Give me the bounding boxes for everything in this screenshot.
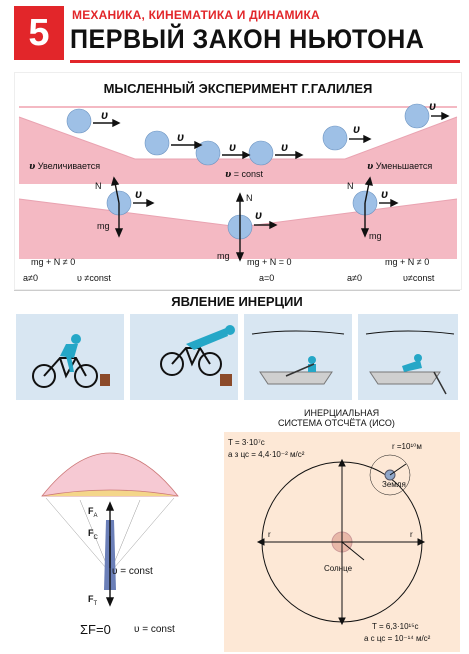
v-label: υ — [229, 140, 236, 154]
page-subtitle: МЕХАНИКА, КИНЕМАТИКА И ДИНАМИКА — [72, 8, 320, 22]
inertia-panels — [16, 314, 458, 400]
decreases-row: υ Уменьшается — [367, 161, 432, 172]
ball-6 — [404, 103, 430, 129]
section-number-badge: 5 — [14, 6, 64, 60]
force-ft-label: FT — [88, 594, 98, 607]
stump-1 — [100, 374, 110, 386]
v-label: υ — [381, 187, 388, 201]
v-symbol: υ — [29, 162, 36, 172]
cyclist-2 — [186, 325, 235, 350]
ball-3 — [195, 140, 221, 166]
v-label: υ — [429, 99, 436, 113]
galileo-panel: МЫСЛЕННЫЙ ЭКСПЕРИМЕНТ Г.ГАЛИЛЕЯ — [14, 72, 462, 290]
v-label: υ — [101, 108, 108, 122]
earth-acceleration: а з цс = 4,4·10⁻² м/с² — [228, 450, 305, 459]
const-row: υ = const — [225, 169, 263, 180]
force-n-right: N — [347, 181, 354, 191]
sun-period: T = 6,3·10¹⁵с — [372, 622, 419, 631]
galileo-title: МЫСЛЕННЫЙ ЭКСПЕРИМЕНТ Г.ГАЛИЛЕЯ — [103, 81, 373, 96]
cyclist-1 — [60, 334, 81, 372]
sum-forces-equation: ΣF=0 — [80, 622, 111, 637]
sum-v-const: υ = const — [134, 624, 175, 635]
accel-left: a≠0 — [23, 273, 38, 283]
force-mg-right: mg — [369, 231, 382, 241]
force-mg-left: mg — [97, 221, 110, 231]
v-symbol: υ — [225, 170, 232, 180]
orbit-diagram — [256, 454, 426, 626]
force-mg-mid: mg — [217, 251, 230, 261]
sun-acceleration: а с цс = 10⁻¹⁴ м/с² — [364, 634, 431, 643]
earth-label: Земля — [382, 480, 406, 489]
radius-right-label: r — [410, 530, 413, 539]
galileo-diagram: υ υ υ υ υ υ υ υ υ — [18, 99, 458, 262]
stump-2 — [220, 374, 232, 386]
force-n-left: N — [95, 181, 102, 191]
parachute-diagram — [41, 452, 179, 607]
v-label: υ — [177, 130, 184, 144]
force-fc-label: FC — [88, 528, 98, 541]
iso-title-2: СИСТЕМА ОТСЧЁТА (ИСО) — [278, 418, 395, 428]
bicycle-1 — [32, 357, 98, 388]
inertia-title: ЯВЛЕНИЕ ИНЕРЦИИ — [171, 294, 303, 309]
radius-left-label: r — [268, 530, 271, 539]
ball-2 — [144, 130, 170, 156]
const-label: = const — [233, 169, 264, 179]
header-rule — [70, 60, 460, 63]
equation-left: mg + N ≠ 0 — [31, 257, 76, 267]
v-label: υ — [135, 187, 142, 201]
ball-5 — [322, 125, 348, 151]
equation-mid: mg + N = 0 — [247, 257, 292, 267]
v-label: υ — [353, 122, 360, 136]
force-n-mid: N — [246, 193, 253, 203]
boat-2 — [369, 354, 447, 395]
panel-bike-stopped — [130, 314, 238, 400]
ball-4 — [248, 140, 274, 166]
accel-right: a≠0 — [347, 273, 362, 283]
velocity-right: υ≠const — [403, 273, 435, 283]
equation-right: mg + N ≠ 0 — [385, 257, 430, 267]
force-fa-label: FA — [88, 506, 98, 519]
v-label: υ — [255, 208, 262, 222]
sun-label: Солнце — [324, 564, 353, 573]
parachute-v-const: υ = const — [112, 566, 153, 577]
decreases-label: Уменьшается — [375, 161, 433, 171]
v-symbol: υ — [367, 162, 374, 172]
panel-boat-1 — [244, 314, 352, 400]
iso-title-1: ИНЕРЦИАЛЬНАЯ — [304, 408, 380, 418]
ball-1 — [66, 108, 92, 134]
moon-orbit — [369, 454, 411, 496]
page-title: ПЕРВЫЙ ЗАКОН НЬЮТОНА — [70, 24, 425, 54]
increases-label: Увеличивается — [37, 161, 101, 171]
boat-1 — [259, 356, 333, 385]
iso-panel: T = 3·10⁷с а з цс = 4,4·10⁻² м/с² r =10¹… — [224, 432, 460, 652]
earth-radius: r =10¹⁰м — [392, 442, 422, 451]
inertia-divider — [14, 290, 460, 291]
v-label: υ — [281, 140, 288, 154]
velocity-left: υ ≠const — [77, 273, 111, 283]
earth-period: T = 3·10⁷с — [228, 438, 265, 447]
increases-row: υ Увеличивается — [29, 161, 100, 172]
accel-mid: a=0 — [259, 273, 275, 283]
